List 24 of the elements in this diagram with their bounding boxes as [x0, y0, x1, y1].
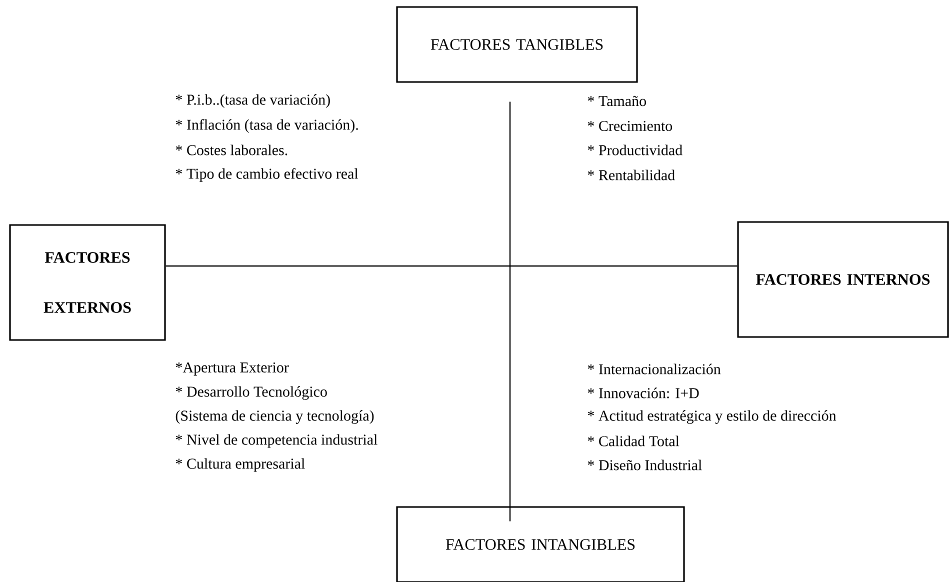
- list-item: * Calidad Total: [588, 436, 680, 446]
- list-item: * Rentabilidad: [588, 170, 675, 180]
- list-item: * Innovación: I+D: [588, 388, 699, 398]
- list-item: * Internacionalización: [588, 364, 721, 374]
- list-item: * Nivel de competencia industrial: [176, 434, 378, 448]
- list-item: * Desarrollo Tecnológico: [176, 386, 327, 400]
- list-item: * Inflación (tasa de variación).: [176, 119, 358, 133]
- list-item: * Crecimiento: [588, 120, 672, 132]
- list-item: * Tipo de cambio efectivo real: [176, 168, 358, 182]
- list-item: * P.i.b..(tasa de variación): [176, 94, 330, 108]
- list-item: * Actitud estratégica y estilo de dirección: [588, 410, 836, 424]
- list-item: (Sistema de ciencia y tecnología): [176, 410, 374, 424]
- list-item: * Cultura empresarial: [176, 458, 305, 472]
- factor-box: FACTORES EXTERNOS: [9, 224, 166, 341]
- list-item: * Costes laborales.: [176, 144, 288, 156]
- connector-line: [509, 102, 511, 522]
- list-item: *Apertura Exterior: [176, 362, 289, 376]
- connector-line: [166, 265, 738, 267]
- factor-box: FACTORES INTANGIBLES: [396, 506, 685, 582]
- list-item: * Productividad: [588, 144, 682, 156]
- factor-box: FACTORES TANGIBLES: [396, 6, 638, 83]
- list-item: * Tamaño: [588, 96, 646, 106]
- list-item: * Diseño Industrial: [588, 460, 702, 470]
- factor-box: FACTORES INTERNOS: [737, 221, 949, 338]
